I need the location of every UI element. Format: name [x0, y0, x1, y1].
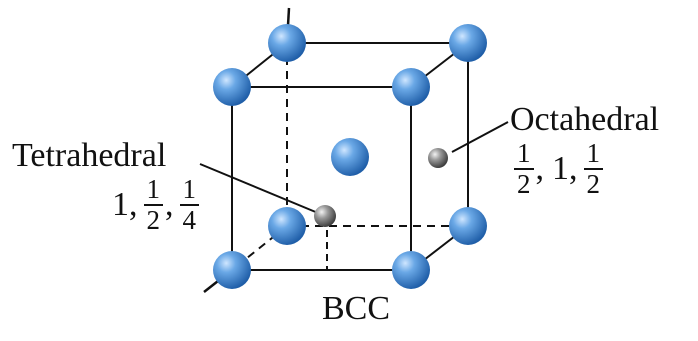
atom-front-top-right	[392, 68, 430, 106]
atom-front-bottom-right	[392, 251, 430, 289]
atom-back-bottom-right	[449, 207, 487, 245]
octahedral-leader	[451, 121, 509, 153]
atom-back-top-left	[268, 24, 306, 62]
structure-caption: BCC	[322, 290, 391, 327]
tetrahedral-site	[314, 205, 336, 227]
octahedral-z-fraction: 1 2	[583, 140, 603, 198]
tetrahedral-label: Tetrahedral	[12, 137, 167, 174]
tetrahedral-z-fraction: 1 4	[179, 176, 199, 234]
octahedral-label: Octahedral	[510, 101, 660, 138]
tetrahedral-y-fraction: 1 2	[143, 176, 163, 234]
atom-back-top-right	[449, 24, 487, 62]
octahedral-x-fraction: 1 2	[514, 140, 534, 198]
tetrahedral-coordinates: 1 , 1 2 , 1 4	[112, 176, 201, 234]
atom-front-bottom-left	[213, 251, 251, 289]
octahedral-coordinates: 1 2 , 1 , 1 2	[512, 140, 605, 198]
octahedral-site	[428, 148, 448, 168]
tetrahedral-leader	[199, 163, 319, 214]
atom-front-top-left	[213, 68, 251, 106]
atom-body-center	[331, 138, 369, 176]
atom-back-bottom-left	[268, 207, 306, 245]
